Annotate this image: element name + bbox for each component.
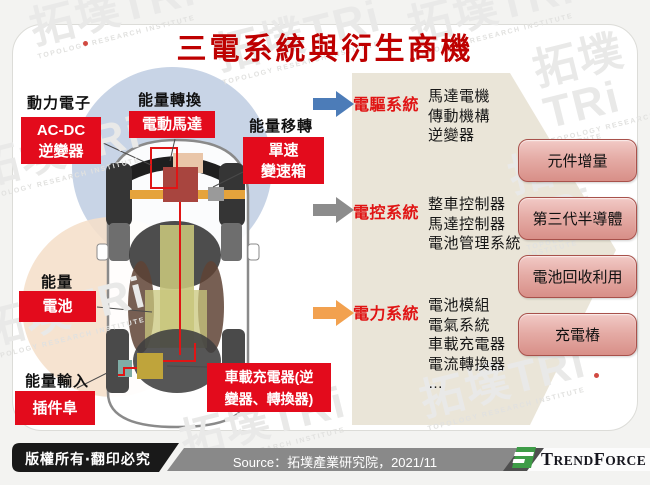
opportunity-charging-pile: 充電樁 bbox=[518, 313, 637, 356]
label-line: 車載充電器(逆 bbox=[224, 368, 314, 385]
label-line: 單速 bbox=[268, 141, 299, 159]
caption-energy-input: 能量輸入 bbox=[25, 373, 90, 390]
opportunity-third-gen-semiconductor: 第三代半導體 bbox=[518, 197, 637, 240]
system-items-control: 整車控制器 馬達控制器 電池管理系統 bbox=[428, 195, 521, 254]
system-name-power: 電力系統 bbox=[353, 306, 420, 323]
system-name-drive: 電驅系統 bbox=[353, 97, 420, 114]
leader-lines bbox=[76, 138, 244, 389]
label-box-plug-port: 插件阜 bbox=[15, 391, 95, 425]
label-line: 變速箱 bbox=[260, 162, 306, 180]
label-box-onboard-charger: 車載充電器(逆 變器、轉換器) bbox=[207, 363, 331, 412]
source-text: Source：拓墣產業研究院，2021/11 bbox=[232, 455, 438, 470]
system-item: 車載充電器 bbox=[428, 336, 506, 353]
label-box-battery: 電池 bbox=[19, 291, 96, 322]
label-line: 逆變器 bbox=[38, 142, 84, 160]
arrow-control-system bbox=[313, 197, 354, 223]
opportunity-battery-recycling: 電池回收利用 bbox=[518, 255, 637, 298]
caption-energy-transfer: 能量移轉 bbox=[249, 118, 314, 135]
car-mirror-left bbox=[96, 243, 109, 261]
watermark-red-dot bbox=[410, 57, 415, 62]
label-line: 電池 bbox=[42, 298, 73, 315]
inverter-outline bbox=[150, 147, 178, 189]
system-item: 電池模組 bbox=[428, 297, 491, 314]
trendforce-logo-icon bbox=[512, 447, 536, 468]
caption-energy-conversion: 能量轉換 bbox=[138, 92, 203, 109]
label-line: 插件阜 bbox=[32, 399, 78, 417]
footer-black-ribbon bbox=[12, 443, 179, 472]
ev-car-top-view-illustration bbox=[22, 67, 272, 429]
slide-title: 三電系統與衍生商機 bbox=[176, 33, 474, 66]
arrow-power-system bbox=[313, 300, 354, 326]
footer-logo-area bbox=[527, 448, 650, 471]
trendforce-wordmark: TRENDFORCE bbox=[541, 449, 647, 469]
system-item: 電流轉換器 bbox=[428, 355, 506, 373]
label-box-electric-motor: 電動馬達 bbox=[129, 111, 215, 138]
caption-energy: 能量 bbox=[41, 274, 74, 291]
system-item: 逆變器 bbox=[428, 127, 475, 144]
system-item: 傳動機構 bbox=[428, 107, 491, 125]
system-item: 馬達控制器 bbox=[428, 215, 506, 233]
electric-motor bbox=[163, 167, 198, 202]
system-items-power: 電池模組 電氣系統 車載充電器 電流轉換器 … bbox=[428, 296, 506, 394]
system-item: 整車控制器 bbox=[428, 196, 506, 213]
system-item: 電池管理系統 bbox=[428, 235, 522, 252]
label-line: 電動馬達 bbox=[141, 116, 202, 133]
watermark-red-dot bbox=[594, 373, 599, 378]
system-name-control: 電控系統 bbox=[353, 205, 420, 222]
system-item: 電氣系統 bbox=[428, 316, 491, 334]
arrow-drive-system bbox=[313, 91, 354, 117]
label-box-acdc-inverter: AC-DC 逆變器 bbox=[21, 117, 101, 164]
label-line: AC-DC bbox=[36, 121, 86, 139]
car-mirror-right bbox=[247, 243, 260, 261]
copyright-text: 版權所有‧翻印必究 bbox=[25, 451, 151, 467]
watermark-red-dot bbox=[83, 41, 88, 46]
label-box-single-speed-gearbox: 單速 變速箱 bbox=[243, 137, 324, 184]
front-wheel-left bbox=[106, 163, 132, 227]
system-items-drive: 馬達電機 傳動機構 逆變器 bbox=[428, 87, 490, 146]
caption-power-electronics: 動力電子 bbox=[27, 95, 92, 112]
opportunity-component-growth: 元件增量 bbox=[518, 139, 637, 182]
system-item: … bbox=[428, 375, 444, 392]
label-line: 變器、轉換器) bbox=[224, 390, 314, 407]
system-item: 馬達電機 bbox=[428, 88, 491, 105]
onboard-charger bbox=[137, 353, 163, 379]
